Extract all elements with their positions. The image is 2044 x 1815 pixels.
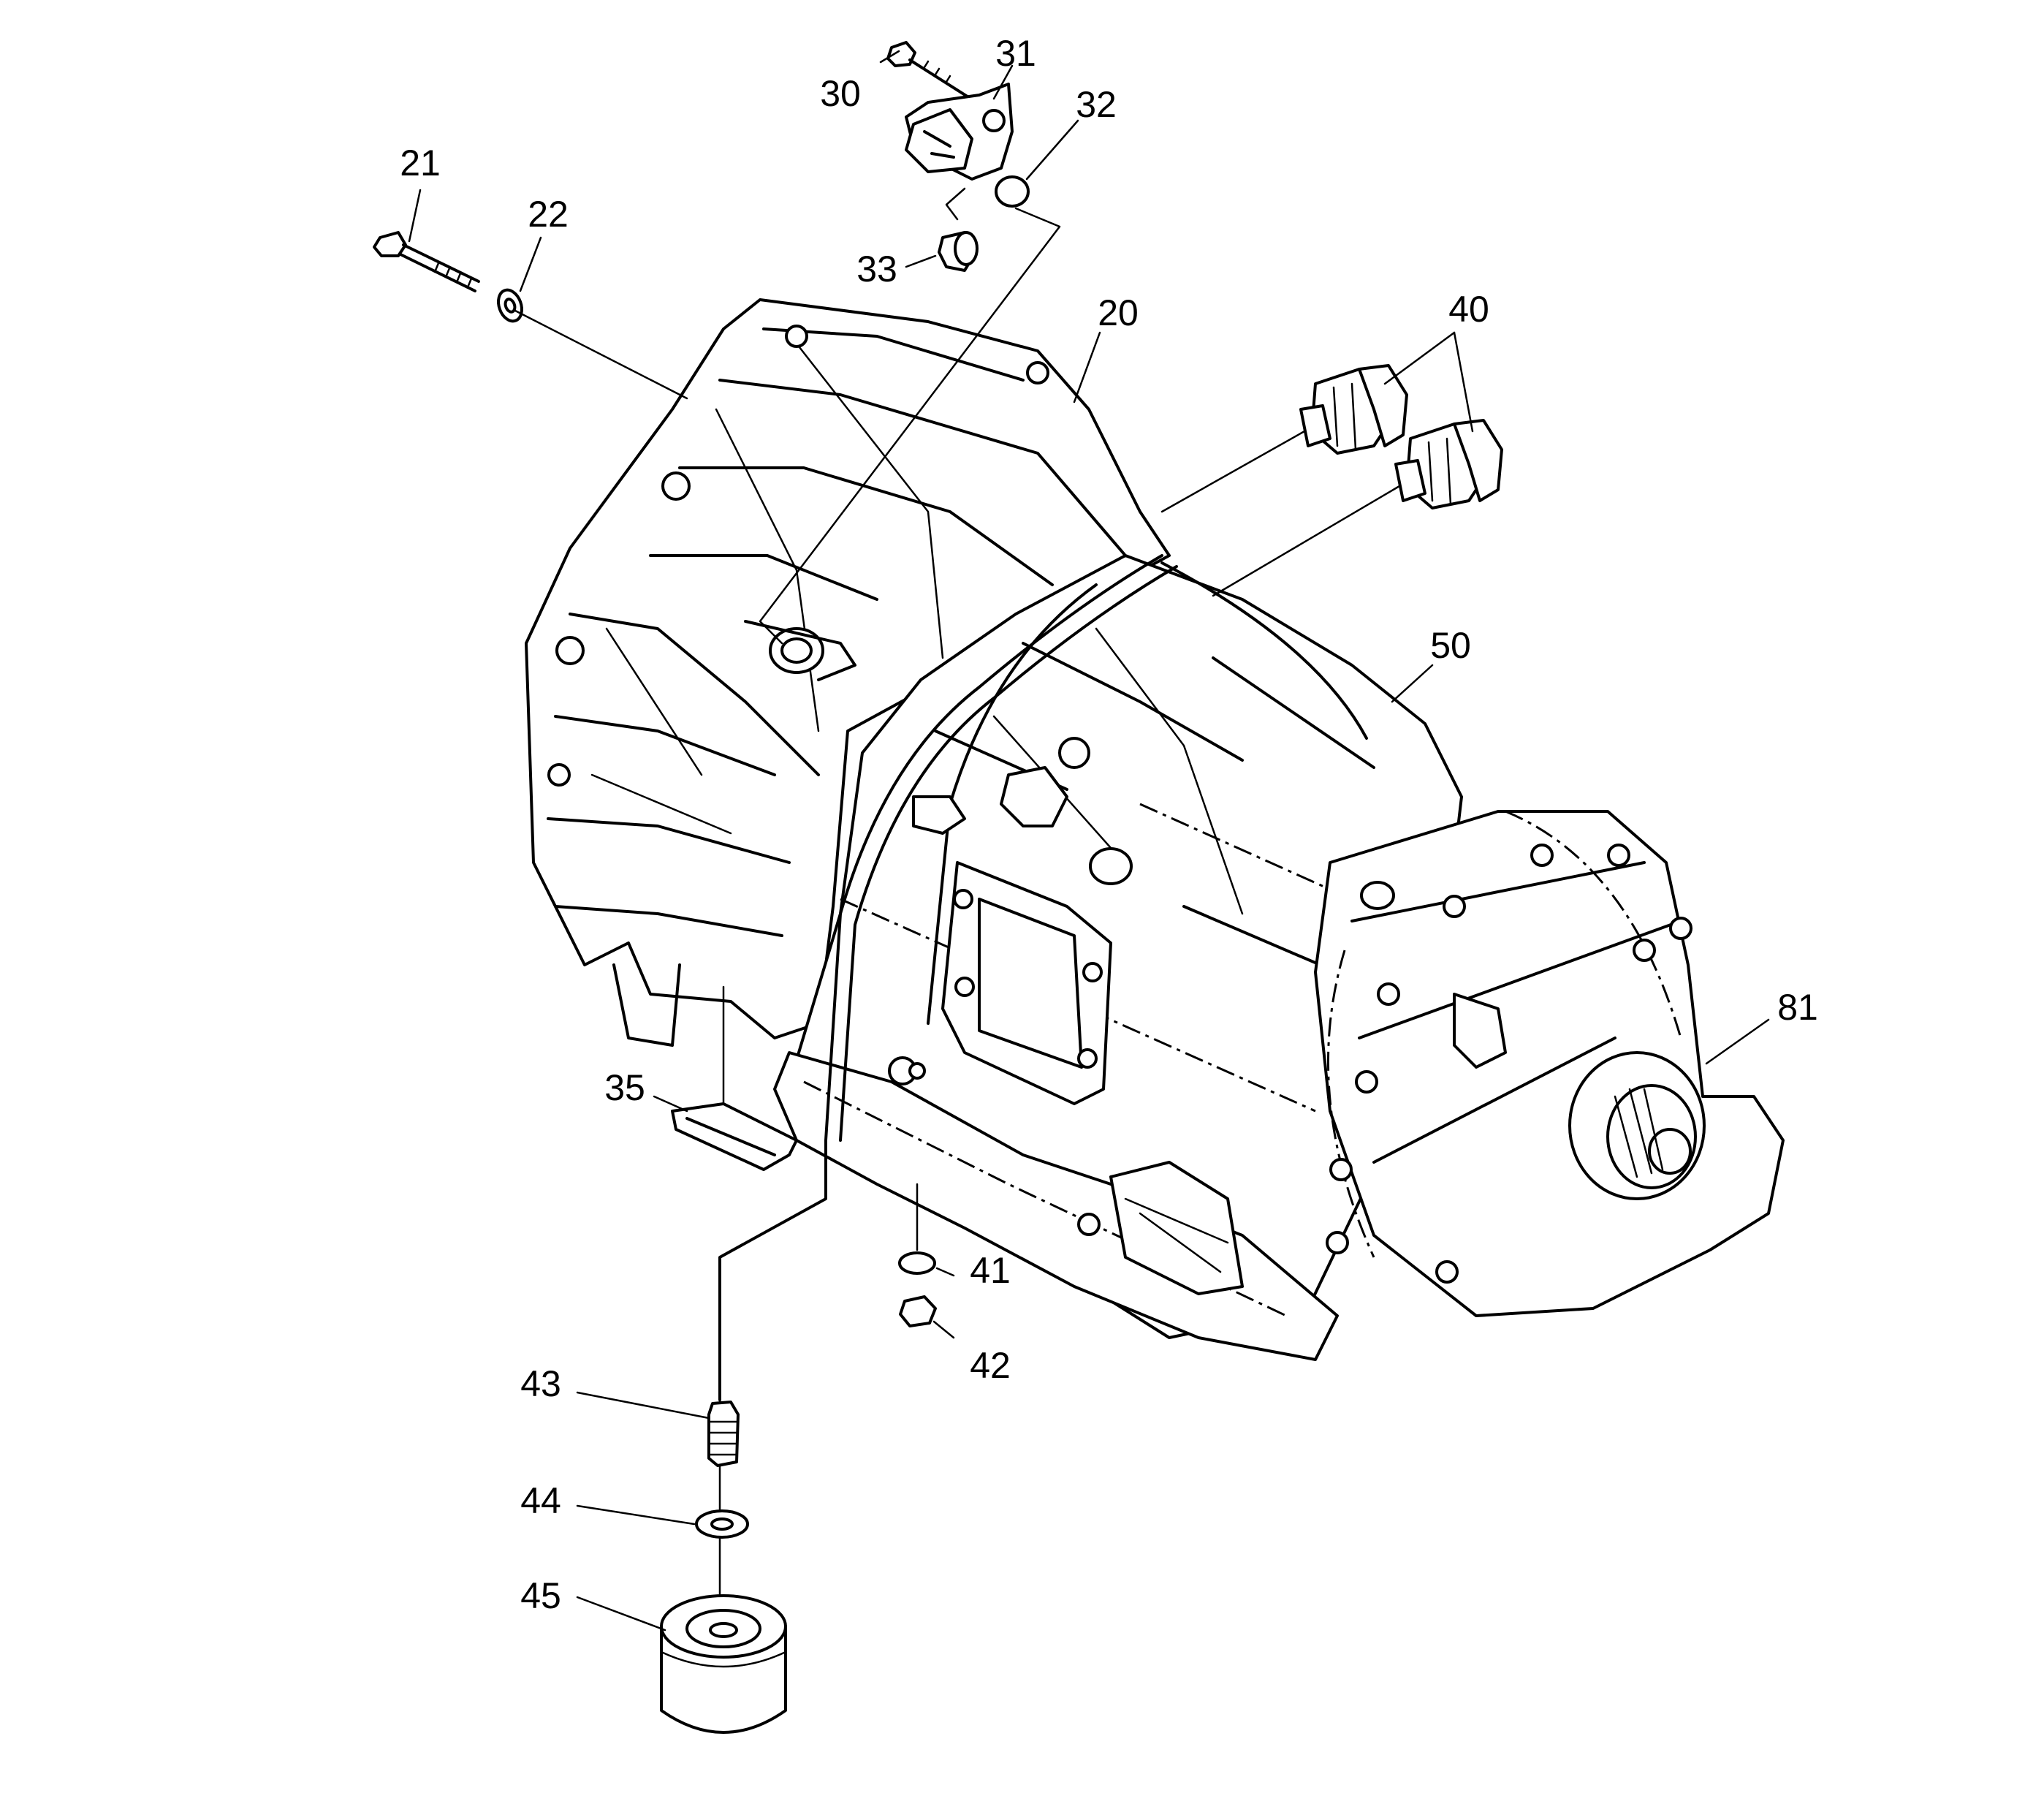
oil-pan [773, 1051, 1339, 1361]
drain-plug-41-42 [898, 1183, 937, 1327]
bell-housing [525, 298, 1171, 1047]
filter-45 [660, 1594, 787, 1734]
plug-40-a [1299, 364, 1408, 455]
callout-35: 35 [604, 1067, 645, 1108]
callout-20: 20 [1098, 292, 1139, 333]
housing-seam-line [718, 554, 1163, 1401]
transmission-assembly [525, 298, 1785, 1401]
plug-40-b [1394, 419, 1503, 509]
part-35 [671, 985, 798, 1171]
callout-21: 21 [400, 143, 441, 183]
callout-40: 40 [1448, 289, 1489, 330]
callout-33: 33 [856, 249, 897, 289]
side-cover [941, 861, 1112, 1105]
extension-housing [1314, 810, 1785, 1317]
callout-43: 43 [520, 1363, 561, 1404]
callout-labels: 20 21 22 30 31 32 33 35 40 41 42 43 44 4… [400, 33, 1818, 1616]
callout-32: 32 [1076, 84, 1117, 125]
filter-assembly [660, 1398, 787, 1734]
washer-44 [695, 1509, 749, 1539]
callout-45: 45 [520, 1575, 561, 1616]
o-ring-32 [995, 175, 1030, 208]
sensor-install-line [759, 207, 1061, 645]
callout-42: 42 [970, 1345, 1011, 1386]
fitting-43 [707, 1401, 740, 1467]
callout-22: 22 [528, 194, 569, 235]
sensor-group [759, 41, 1061, 645]
connector-33 [938, 187, 979, 272]
case-speed-sensor [912, 737, 1133, 885]
callout-50: 50 [1430, 625, 1471, 666]
callout-30: 30 [820, 73, 861, 114]
callout-41: 41 [970, 1250, 1011, 1291]
leader-lines [408, 50, 1770, 1632]
callout-81: 81 [1777, 987, 1818, 1028]
plugs-40 [1160, 364, 1503, 597]
callout-44: 44 [520, 1480, 561, 1521]
housing-seam-line-2 [839, 565, 1178, 1142]
sensor-31 [905, 83, 1014, 181]
bolt-21-and-washer-22 [373, 231, 688, 400]
callout-31: 31 [995, 33, 1036, 74]
